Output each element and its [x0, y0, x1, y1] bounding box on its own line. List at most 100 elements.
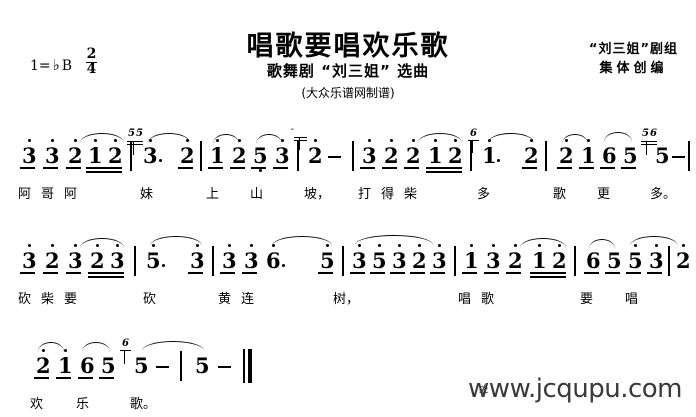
octave-dot-icon	[357, 244, 361, 247]
note: 3	[45, 139, 60, 166]
note: 2	[406, 139, 421, 166]
note: 3	[432, 244, 447, 271]
note: 2	[108, 139, 123, 166]
lyric-row-2: 砍 柴 要 砍 黄 连 树， 唱 歌 要 唱	[0, 288, 696, 312]
note: 5	[623, 143, 638, 168]
octave-dot-icon	[564, 139, 568, 142]
note: 3	[143, 139, 158, 166]
lyric: 歌	[481, 292, 495, 307]
lyric: 阿	[18, 187, 32, 202]
page-title: 唱歌要唱欢乐歌	[246, 31, 450, 62]
octave-dot-icon	[41, 349, 45, 352]
lyric: 歌	[553, 187, 567, 202]
slur	[272, 236, 332, 246]
lyric: 树，	[333, 292, 360, 307]
slur	[80, 238, 124, 248]
note: 2	[676, 244, 691, 271]
note: 5	[607, 248, 622, 273]
note: 1	[482, 139, 497, 166]
lyric: 乐	[76, 397, 90, 412]
octave-dot-icon	[389, 139, 393, 142]
octave-dot-icon	[654, 244, 658, 247]
octave-dot-icon	[215, 139, 219, 142]
watermark-url: www.jcqupu.com	[468, 374, 682, 404]
octave-dot-icon	[50, 139, 54, 142]
credit-troupe: “刘三姐”剧组	[588, 42, 678, 57]
note: 3	[275, 139, 290, 166]
lyric: 坡，	[304, 187, 331, 202]
note: 1	[88, 139, 103, 166]
note: 3	[352, 244, 367, 271]
note: 3	[22, 244, 37, 271]
slur	[418, 133, 462, 143]
note: 3	[68, 244, 83, 271]
note: 1	[581, 139, 596, 166]
octave-dot-icon	[113, 139, 117, 142]
octave-dot-icon	[63, 349, 67, 352]
octave-dot-icon	[417, 244, 421, 247]
octave-dot-icon	[227, 244, 231, 247]
key-note: B	[61, 58, 73, 74]
note: 3	[486, 244, 501, 271]
octave-dot-icon	[411, 139, 415, 142]
grace-note: 55	[128, 128, 144, 139]
octave-dot-icon	[681, 244, 685, 247]
octave-dot-icon	[280, 139, 284, 142]
octave-dot-icon	[557, 244, 561, 247]
note: 6	[586, 248, 601, 273]
lyric: 山	[250, 187, 264, 202]
octave-dot-icon	[367, 139, 371, 142]
note: 5	[655, 143, 670, 168]
octave-dot-icon	[50, 244, 54, 247]
octave-dot-icon	[258, 169, 262, 172]
slur	[488, 133, 534, 143]
grace-note: 56	[642, 128, 658, 139]
credit-author: 集体创编	[599, 61, 668, 76]
lyric: 要	[580, 292, 594, 307]
lyric: 妹	[140, 187, 154, 202]
slur	[142, 341, 204, 351]
lyric: 更	[597, 187, 611, 202]
slur	[38, 342, 64, 352]
lyric: 阿	[64, 187, 78, 202]
octave-dot-icon	[115, 244, 119, 247]
octave-dot-icon	[537, 244, 541, 247]
meter-denominator: 4	[86, 61, 97, 77]
grace-note: 6	[122, 338, 130, 349]
octave-dot-icon	[469, 244, 473, 247]
lyric: 打	[358, 187, 372, 202]
lyric: 欢	[30, 397, 44, 412]
note: 3	[392, 244, 407, 271]
score-line-2: 3 2 3 2 3 5 3 3 3 6	[0, 230, 696, 312]
octave-dot-icon	[313, 139, 317, 142]
lyric: 唱	[625, 292, 639, 307]
note-row-1: 3 3 2 1 2 55 3 2 1	[0, 125, 696, 183]
note: 6	[266, 244, 281, 271]
lyric: 上	[206, 187, 220, 202]
note: 1	[428, 139, 443, 166]
slur	[150, 236, 202, 246]
octave-dot-icon	[513, 244, 517, 247]
key-label: 1=	[30, 58, 51, 74]
note: 5	[146, 244, 161, 271]
note: 3	[244, 244, 259, 271]
note: 3	[110, 244, 125, 271]
octave-dot-icon	[453, 139, 457, 142]
note: 5	[628, 244, 643, 271]
score-line-1: 3 3 2 1 2 55 3 2 1	[0, 125, 696, 207]
octave-dot-icon	[397, 244, 401, 247]
lyric-row-1: 阿 哥 阿 妹 上 山 坡， 打 得 柴 多 歌 更 多。	[0, 183, 696, 207]
note: 5	[101, 353, 116, 378]
lyric: 多	[477, 187, 491, 202]
note: 1	[210, 139, 225, 166]
note: 2	[524, 139, 539, 166]
octave-dot-icon	[586, 139, 590, 142]
lyric: 柴	[41, 292, 55, 307]
note: 1	[58, 349, 73, 376]
note: 1	[464, 244, 479, 271]
lyric-row-3: 欢 乐 歌。	[0, 393, 696, 417]
note: 2	[448, 139, 463, 166]
note: 2	[308, 139, 323, 166]
note: 3	[22, 139, 37, 166]
